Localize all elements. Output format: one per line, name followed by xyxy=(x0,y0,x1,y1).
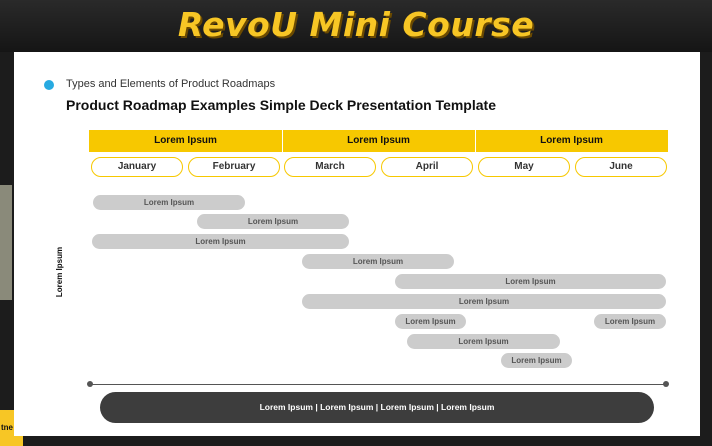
footer-summary-bar: Lorem Ipsum | Lorem Ipsum | Lorem Ipsum … xyxy=(100,392,654,423)
roadmap-bar: Lorem Ipsum xyxy=(501,353,572,368)
roadmap-bar: Lorem Ipsum xyxy=(302,294,666,309)
timeline-start-dot xyxy=(87,381,93,387)
quarter-header-2: Lorem Ipsum xyxy=(282,130,475,152)
bullet-dot-icon xyxy=(44,80,54,90)
roadmap-bar: Lorem Ipsum xyxy=(395,314,466,329)
side-thumbnail xyxy=(0,185,12,300)
roadmap-bar: Lorem Ipsum xyxy=(395,274,666,289)
presentation-slide: Types and Elements of Product Roadmaps P… xyxy=(14,52,700,436)
quarter-divider xyxy=(475,130,476,152)
roadmap-bar: Lorem Ipsum xyxy=(197,214,349,229)
timeline-line xyxy=(90,384,666,385)
quarter-header-3: Lorem Ipsum xyxy=(475,130,668,152)
roadmap-bar: Lorem Ipsum xyxy=(92,234,349,249)
roadmap-bar: Lorem Ipsum xyxy=(93,195,245,210)
course-banner: RevoU Mini Course xyxy=(0,0,712,52)
roadmap-bar: Lorem Ipsum xyxy=(594,314,666,329)
month-march: March xyxy=(284,157,376,177)
quarter-divider xyxy=(282,130,283,152)
month-february: February xyxy=(188,157,280,177)
month-may: May xyxy=(478,157,570,177)
roadmap-bar: Lorem Ipsum xyxy=(302,254,454,269)
vertical-axis-label: Lorem Ipsum xyxy=(55,246,64,298)
quarter-header-1: Lorem Ipsum xyxy=(89,130,282,152)
slide-subtitle: Types and Elements of Product Roadmaps xyxy=(66,78,276,90)
month-april: April xyxy=(381,157,473,177)
month-january: January xyxy=(91,157,183,177)
month-june: June xyxy=(575,157,667,177)
timeline-end-dot xyxy=(663,381,669,387)
roadmap-bar: Lorem Ipsum xyxy=(407,334,560,349)
slide-title: Product Roadmap Examples Simple Deck Pre… xyxy=(66,97,496,113)
course-title: RevoU Mini Course xyxy=(177,5,535,44)
